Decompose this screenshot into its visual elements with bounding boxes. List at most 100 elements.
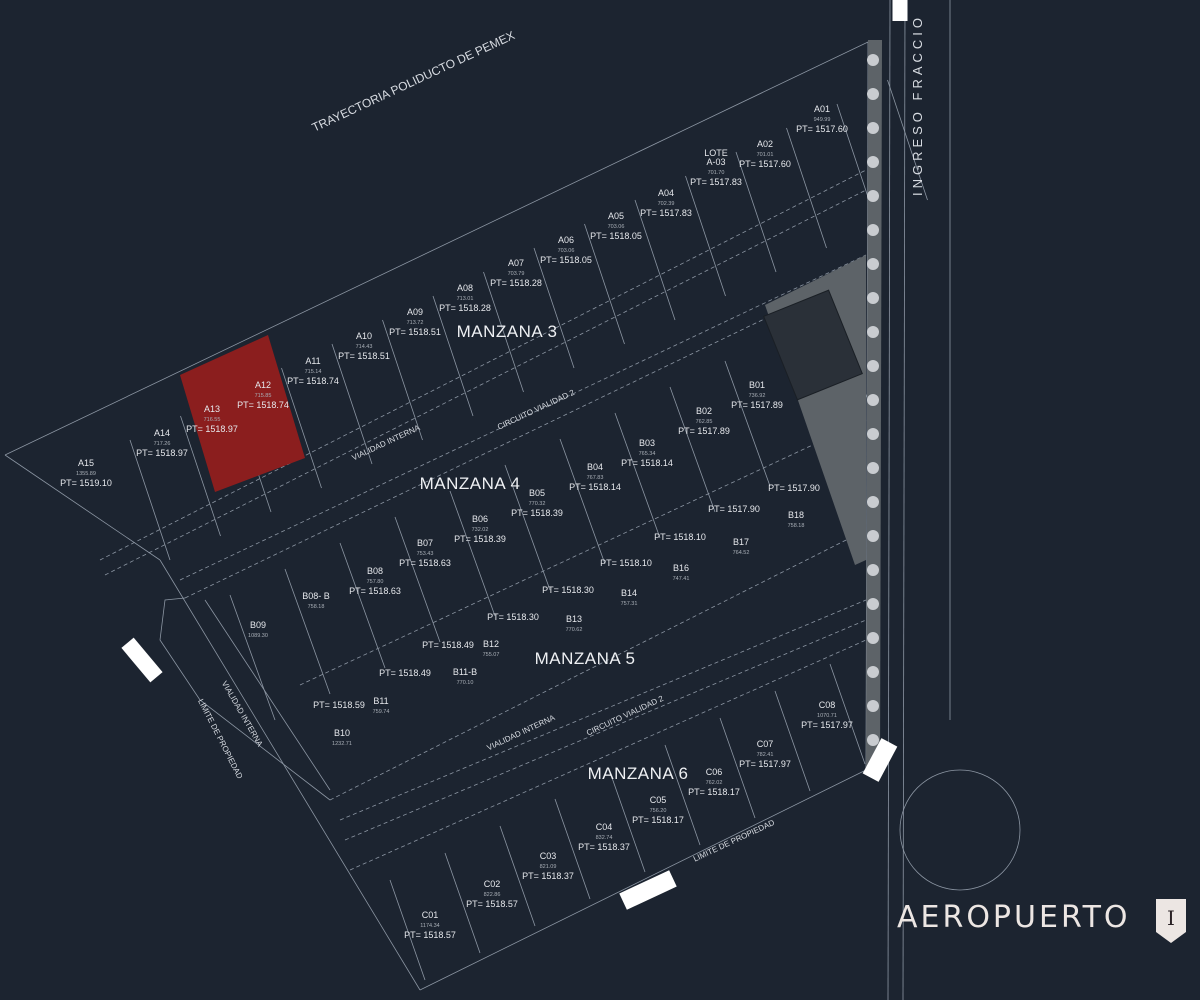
lot-id: A07	[508, 258, 524, 268]
lot-pt: PT= 1518.74	[237, 400, 289, 410]
brand-logo-text: AEROPUERTO	[897, 900, 1131, 935]
lot-area: 736.92	[749, 393, 766, 399]
lot-pt: PT= 1518.05	[590, 231, 642, 241]
pemex-pipeline-label: TRAYECTORIA POLIDUCTO DE PEMEX	[310, 28, 517, 135]
lot-area: 757.31	[621, 601, 638, 607]
lot-area: 715.14	[305, 369, 322, 375]
lots-layer	[121, 0, 908, 910]
lot-id: B05	[529, 488, 545, 498]
tree-icon	[867, 88, 879, 100]
tree-icon	[867, 360, 879, 372]
tree-icon	[867, 598, 879, 610]
lot-id: C01	[422, 910, 439, 920]
tree-icon	[867, 530, 879, 542]
lot-divider	[449, 490, 496, 617]
lot-pt: PT= 1519.10	[60, 478, 112, 488]
lot-area: 703.06	[608, 224, 625, 230]
lot-id: B04	[587, 462, 603, 472]
lot-divider	[554, 798, 591, 900]
lot-divider	[685, 175, 726, 297]
lot-divider	[281, 367, 322, 489]
tree-icon	[867, 258, 879, 270]
lot-id: B07	[417, 538, 433, 548]
lot-area: 762.02	[706, 780, 723, 786]
lot-area: 949.99	[814, 117, 831, 123]
lot-area: 758.18	[788, 523, 805, 529]
lot-divider	[584, 223, 625, 345]
lot-pt: PT= 1518.17	[688, 787, 740, 797]
selected-lot-a12-a13[interactable]	[180, 335, 305, 492]
internal-road-label: VIALIDAD INTERNA	[351, 423, 422, 463]
lot-pt: PT= 1518.10	[654, 532, 706, 542]
lot-pt: PT= 1518.37	[522, 871, 574, 881]
lot-area: 758.18	[308, 604, 325, 610]
lot-id: A15	[78, 458, 94, 468]
lot-divider	[735, 151, 777, 273]
lot-divider	[483, 271, 524, 393]
lot-area: 782.41	[757, 752, 774, 758]
lot-pt: PT= 1517.90	[708, 504, 760, 514]
lot-area: 717.26	[154, 441, 171, 447]
road-line	[339, 599, 867, 821]
lot-divider	[432, 295, 474, 417]
access-marker	[862, 738, 898, 782]
lot-area: 770.10	[457, 680, 474, 686]
lot-area: 767.83	[587, 475, 604, 481]
lot-area: 821.09	[540, 864, 557, 870]
lot-area: 701.70	[708, 170, 725, 176]
lot-id: LOTE	[704, 148, 728, 158]
lot-area: 757.80	[367, 579, 384, 585]
lot-id: A09	[407, 307, 423, 317]
tree-icon	[867, 700, 879, 712]
brand-mark: I	[1167, 906, 1175, 930]
tree-icon	[867, 394, 879, 406]
lot-id: B18	[788, 510, 804, 520]
road-line	[99, 169, 867, 561]
lot-area: 716.55	[204, 417, 221, 423]
block-label-manzana-3: MANZANA 3	[457, 322, 558, 341]
lot-divider	[499, 825, 536, 927]
